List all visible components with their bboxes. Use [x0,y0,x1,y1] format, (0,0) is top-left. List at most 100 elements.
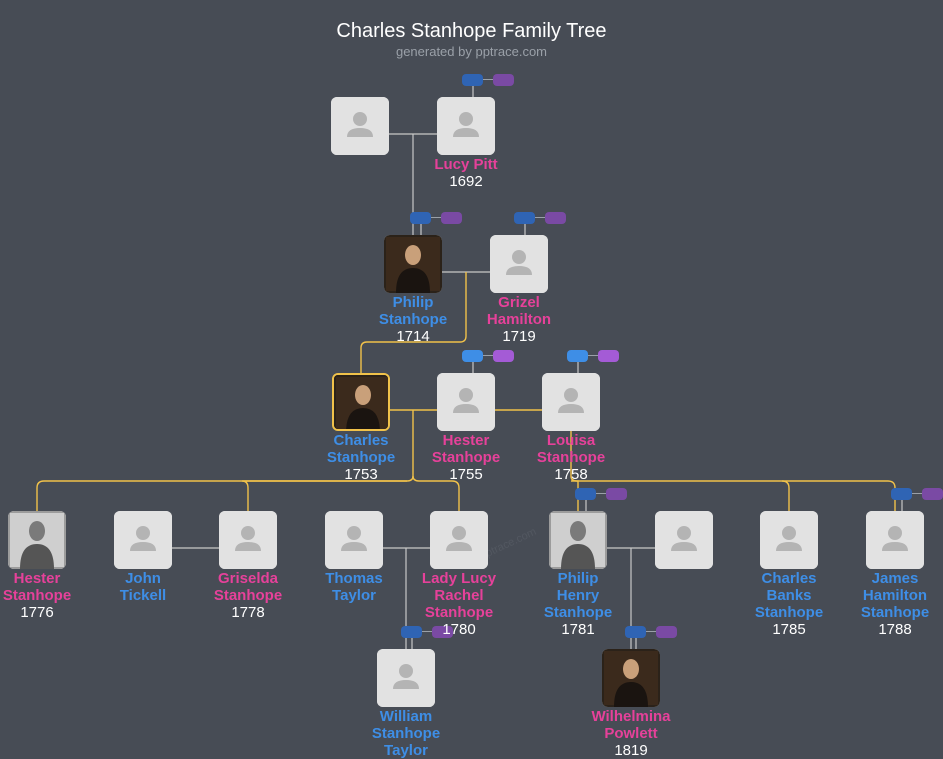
person-name-line: Stanhope [371,725,441,742]
pill-connector [588,355,598,356]
person-name-line: Hester [442,432,490,449]
person-name-line: Charles [761,570,817,587]
pill-connector [431,217,441,218]
expand-parents-toggle[interactable] [462,74,483,86]
birth-year: 1776 [20,604,54,621]
birth-year: 1758 [554,466,588,483]
person-placeholder-icon[interactable] [325,511,383,569]
person-placeholder-icon[interactable] [866,511,924,569]
birth-year: 1785 [772,621,806,638]
person-name-line: Stanhope [2,587,72,604]
person-name-line: Taylor [384,742,428,759]
person-name-line: Charles [333,432,389,449]
expand-parents-toggle[interactable] [891,488,912,500]
expand-family-toggle[interactable] [545,212,566,224]
expand-parents-toggle[interactable] [410,212,431,224]
person-name-line: Philip [557,570,599,587]
pill-connector [535,217,545,218]
person-placeholder-icon[interactable] [542,373,600,431]
expand-family-toggle[interactable] [493,350,514,362]
birth-year: 1788 [878,621,912,638]
pill-connector [912,493,922,494]
expand-parents-toggle[interactable] [625,626,646,638]
person-name-line: William [379,708,433,725]
person-placeholder-icon[interactable] [655,511,713,569]
expand-parents-toggle[interactable] [567,350,588,362]
person-name[interactable]: Lucy Pitt [411,156,521,173]
person-name-line: Stanhope [860,604,930,621]
portrait-photo[interactable] [384,235,442,293]
expand-family-toggle[interactable] [598,350,619,362]
expand-family-toggle[interactable] [922,488,943,500]
portrait-photo[interactable] [602,649,660,707]
person-placeholder-icon[interactable] [437,373,495,431]
person-placeholder-icon[interactable] [430,511,488,569]
person-name-line: Hamilton [486,311,552,328]
person-placeholder-icon[interactable] [437,97,495,155]
person-placeholder-icon[interactable] [377,649,435,707]
birth-year: 1692 [449,173,483,190]
person-name-line: Grizel [498,294,540,311]
person-placeholder-icon[interactable] [490,235,548,293]
person-name-line: Hester [13,570,61,587]
person-name-line: Tickell [119,587,167,604]
birth-year: 1719 [502,328,536,345]
person-name-line: Henry [556,587,600,604]
pill-connector [596,493,606,494]
person-name-line: Philip [392,294,434,311]
birth-year: 1780 [442,621,476,638]
person-placeholder-icon[interactable] [219,511,277,569]
person-name-line: John [125,570,161,587]
person-name-line: Hamilton [862,587,928,604]
person-placeholder-icon[interactable] [760,511,818,569]
person-name-line: Stanhope [754,604,824,621]
expand-family-toggle[interactable] [432,626,453,638]
portrait-photo[interactable] [8,511,66,569]
person-name-line: Stanhope [213,587,283,604]
expand-parents-toggle[interactable] [462,350,483,362]
person-name-line: Stanhope [536,449,606,466]
pill-connector [483,79,493,80]
page-title: Charles Stanhope Family Tree [336,20,607,42]
birth-year: 1714 [396,328,430,345]
person-placeholder-icon[interactable] [331,97,389,155]
person-name-line: Stanhope [424,604,494,621]
portrait-photo[interactable] [332,373,390,431]
portrait-photo[interactable] [549,511,607,569]
birth-year: 1781 [561,621,595,638]
person-name-line: Stanhope [431,449,501,466]
expand-family-toggle[interactable] [606,488,627,500]
birth-year: 1819 [614,742,648,759]
person-name-line: Griselda [217,570,279,587]
expand-family-toggle[interactable] [441,212,462,224]
expand-family-toggle[interactable] [493,74,514,86]
person-name-line: Thomas [325,570,383,587]
person-name-line: Lady Lucy [421,570,497,587]
person-placeholder-icon[interactable] [114,511,172,569]
pill-connector [646,631,656,632]
person-name-line: James [871,570,919,587]
expand-parents-toggle[interactable] [401,626,422,638]
expand-family-toggle[interactable] [656,626,677,638]
birth-year: 1753 [344,466,378,483]
person-name-line: Taylor [332,587,376,604]
person-name-line: Rachel [434,587,484,604]
person-name-line: Powlett [604,725,658,742]
expand-parents-toggle[interactable] [514,212,535,224]
expand-parents-toggle[interactable] [575,488,596,500]
